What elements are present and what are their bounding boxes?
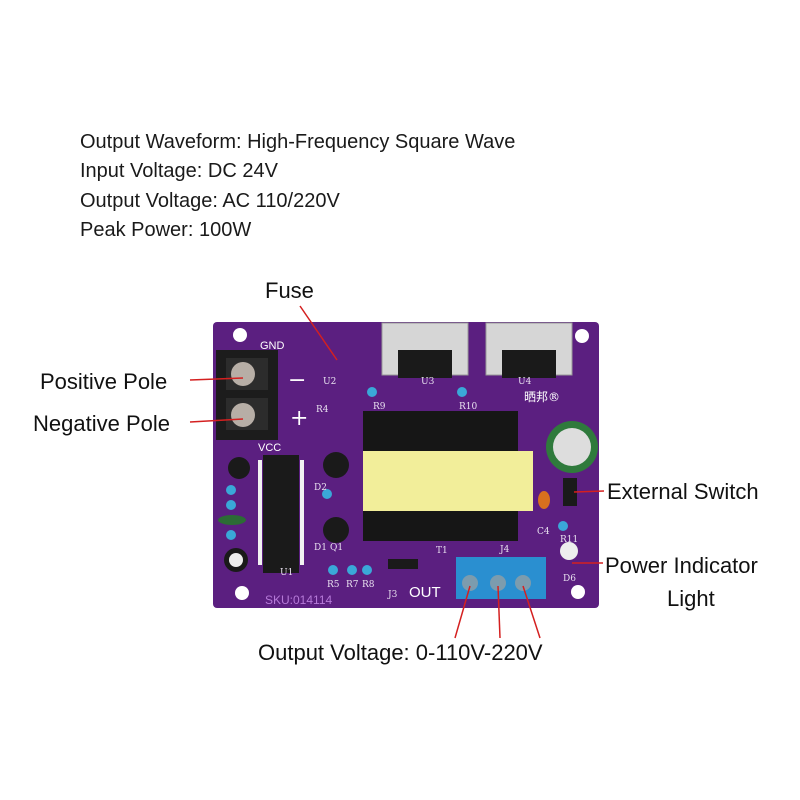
power-indicator-led xyxy=(560,542,578,560)
brand-label: 晒邦® xyxy=(524,390,561,404)
callout-external-switch: External Switch xyxy=(607,479,759,504)
spec-output-waveform: Output Waveform: High-Frequency Square W… xyxy=(80,131,516,153)
ref-label: R5 xyxy=(327,580,340,590)
out-label: OUT xyxy=(409,584,441,601)
spec-input-voltage: Input Voltage: DC 24V xyxy=(80,160,278,182)
ref-label: D1 xyxy=(314,543,327,553)
ref-label: J4 xyxy=(500,545,510,555)
mounting-holes xyxy=(233,328,589,600)
ic-chip xyxy=(263,455,299,573)
callout-output-voltage: Output Voltage: 0-110V-220V xyxy=(258,640,543,665)
spec-output-voltage: Output Voltage: AC 110/220V xyxy=(80,190,340,212)
ref-label: R10 xyxy=(459,402,478,412)
ref-label: R4 xyxy=(316,405,329,415)
ref-label: R7 xyxy=(346,580,359,590)
ref-label: C4 xyxy=(537,527,550,537)
callout-fuse: Fuse xyxy=(265,278,314,303)
ref-label: U4 xyxy=(518,377,532,387)
callout-positive-pole: Positive Pole xyxy=(40,369,168,394)
minus-label: − xyxy=(288,368,307,393)
callout-lines xyxy=(189,305,605,639)
output-terminal-block xyxy=(456,557,546,599)
ref-label: Q1 xyxy=(330,543,344,553)
ref-label: U1 xyxy=(280,568,294,578)
transformer xyxy=(363,411,533,541)
plus-label: + xyxy=(290,406,309,431)
ref-label: T1 xyxy=(436,546,448,556)
ref-label: D2 xyxy=(314,483,327,493)
callout-power-indicator: Power Indicator xyxy=(605,553,758,578)
spec-peak-power: Peak Power: 100W xyxy=(80,219,252,241)
callout-power-indicator-light: Light xyxy=(667,586,715,611)
ref-label: R8 xyxy=(362,580,375,590)
ref-label: D6 xyxy=(563,574,576,584)
ref-label: R9 xyxy=(373,402,386,412)
vcc-label: VCC xyxy=(258,442,282,454)
sku-label: SKU:014114 xyxy=(265,593,333,607)
ref-label: J3 xyxy=(388,590,398,600)
gnd-label: GND xyxy=(260,340,285,352)
callout-negative-pole: Negative Pole xyxy=(33,411,170,436)
ref-label: U2 xyxy=(323,377,337,387)
external-switch-jumper xyxy=(563,478,577,506)
ref-label: U3 xyxy=(421,377,435,387)
input-terminal-block xyxy=(216,350,278,440)
ref-label: R11 xyxy=(560,535,579,545)
